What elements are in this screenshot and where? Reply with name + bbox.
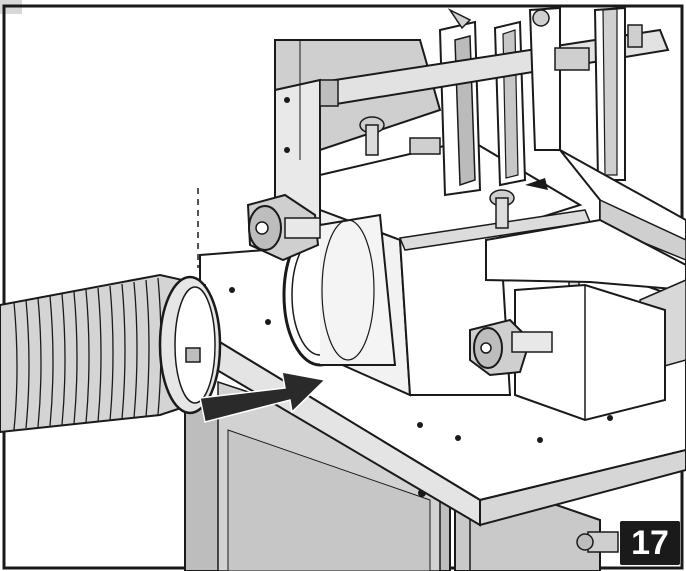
dust-extraction-port (282, 213, 397, 367)
hold-down-carriage (319, 6, 670, 197)
locking-knob-left (246, 193, 321, 262)
cabinet-body (184, 380, 601, 571)
bottom-fitting (576, 531, 619, 553)
flexible-hose (0, 273, 222, 434)
insert-direction-arrow (199, 371, 327, 423)
fence-lock-block (469, 283, 666, 422)
figure-number-badge: 17 (620, 521, 680, 565)
